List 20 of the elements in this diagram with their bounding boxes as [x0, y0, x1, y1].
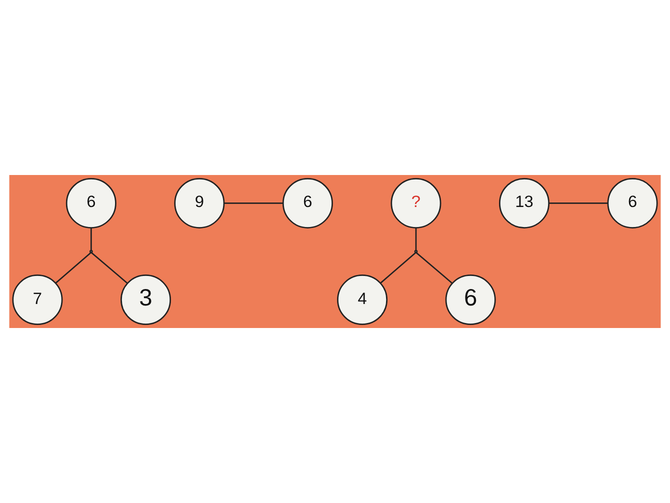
node-circle: 4 [337, 274, 388, 326]
connector [416, 252, 453, 284]
connector [415, 228, 417, 250]
node-circle: 3 [120, 274, 171, 326]
connector [549, 202, 608, 204]
node-circle: 6 [445, 274, 496, 326]
node-circle: 9 [174, 178, 225, 228]
node-circle: 6 [66, 178, 116, 228]
node-circle: 6 [607, 178, 658, 228]
connector [55, 252, 92, 284]
connector [380, 252, 416, 284]
connector [90, 228, 92, 250]
node-circle: 6 [282, 178, 333, 228]
node-circle: 7 [12, 274, 63, 326]
node-point [414, 250, 418, 254]
connector [224, 202, 283, 204]
connector [90, 252, 128, 284]
node-circle: ? [390, 178, 442, 228]
node-point [90, 250, 93, 254]
node-circle: 13 [499, 178, 550, 228]
